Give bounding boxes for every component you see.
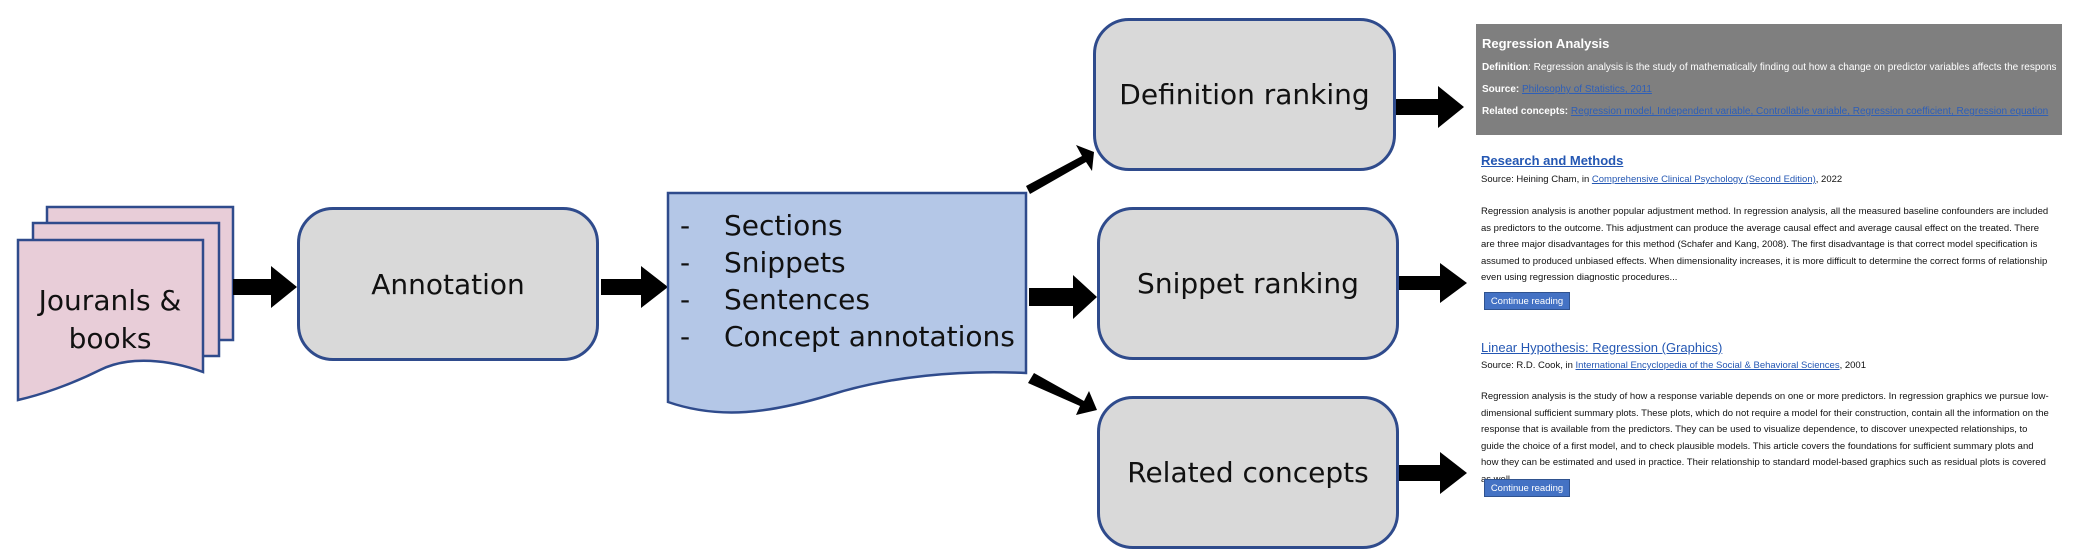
list-item: -Sections xyxy=(680,209,843,242)
snippet-source-link[interactable]: Comprehensive Clinical Psychology (Secon… xyxy=(1591,174,1816,185)
related-concepts-box: Related concepts xyxy=(1097,396,1399,549)
definition-title: Regression Analysis xyxy=(1482,36,1610,51)
arrow-to-document xyxy=(601,266,668,308)
arrow-definition-output xyxy=(1396,86,1464,128)
list-item: -Sentences xyxy=(680,283,870,316)
related-concepts-row: Related concepts: Regression model, Inde… xyxy=(1482,106,2049,117)
definition-ranking-box: Definition ranking xyxy=(1093,18,1396,171)
related-concepts-label: Related concepts xyxy=(1127,456,1369,489)
snippet-card-source: Source: R.D. Cook, in International Ency… xyxy=(1481,360,1866,371)
arrow-to-annotation xyxy=(233,266,297,308)
snippet-card-body: Regression analysis is the study of how … xyxy=(1481,391,2049,485)
related-concepts-links[interactable]: Regression model, Independent variable, … xyxy=(1570,106,2049,117)
arrow-to-definition xyxy=(1026,145,1094,194)
snippet-card-source: Source: Heining Cham, in Comprehensive C… xyxy=(1481,174,1843,185)
definition-panel: Regression Analysis Definition: Regressi… xyxy=(1476,24,2062,135)
arrow-snippet-output xyxy=(1399,263,1467,303)
snippet-card-title[interactable]: Research and Methods xyxy=(1481,153,1624,168)
snippet-ranking-label: Snippet ranking xyxy=(1137,267,1359,300)
annotated-document-shape xyxy=(666,191,1028,414)
continue-reading-button[interactable]: Continue reading xyxy=(1484,292,1570,310)
source-documents-icon xyxy=(16,205,235,402)
snippet-card-title[interactable]: Linear Hypothesis: Regression (Graphics) xyxy=(1481,340,1723,355)
list-item: -Concept annotations xyxy=(680,320,1015,353)
annotation-label: Annotation xyxy=(371,267,525,301)
list-item: -Snippets xyxy=(680,246,846,279)
arrow-related-output xyxy=(1399,452,1467,494)
snippet-ranking-box: Snippet ranking xyxy=(1097,207,1399,360)
definition-row: Definition: Regression analysis is the s… xyxy=(1482,62,2056,73)
annotation-box: Annotation xyxy=(297,207,599,361)
source-label: Jouranls & books xyxy=(38,284,182,355)
arrow-to-related xyxy=(1028,373,1097,415)
definition-source-link[interactable]: Philosophy of Statistics, 2011 xyxy=(1522,84,1652,95)
snippet-card-body: Regression analysis is another popular a… xyxy=(1481,206,2049,283)
snippet-source-link[interactable]: International Encyclopedia of the Social… xyxy=(1575,360,1840,371)
document-item-list: -Sections -Snippets -Sentences -Concept … xyxy=(680,207,1015,355)
definition-ranking-label: Definition ranking xyxy=(1119,78,1370,111)
continue-reading-button[interactable]: Continue reading xyxy=(1484,479,1570,497)
arrow-to-snippet xyxy=(1029,275,1097,319)
definition-source-row: Source: Philosophy of Statistics, 2011 xyxy=(1482,84,1652,95)
